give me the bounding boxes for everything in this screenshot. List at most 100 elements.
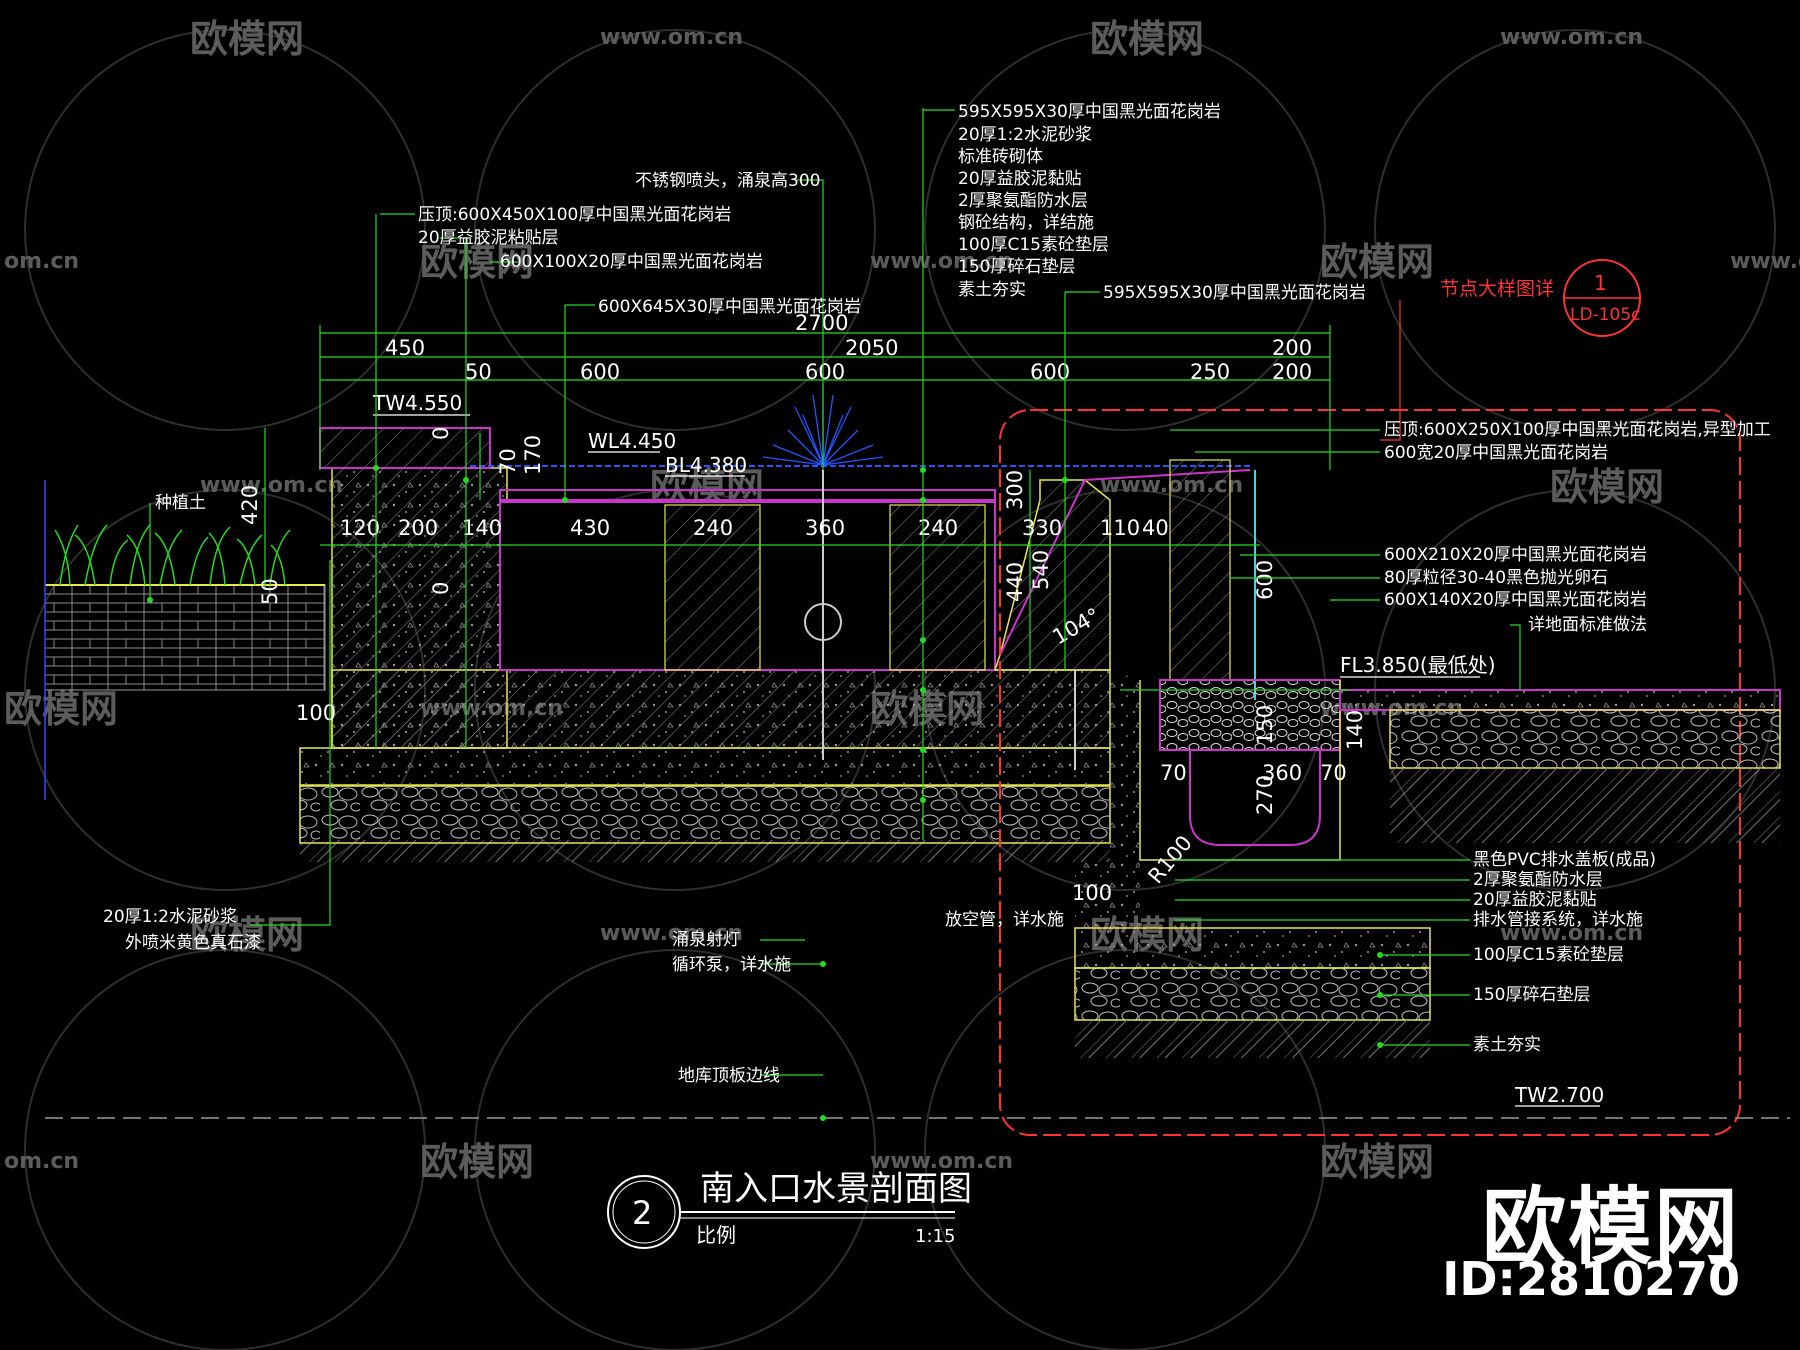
drain-detail <box>999 409 1781 1136</box>
watermark-brand: 欧模网 <box>1550 465 1664 509</box>
dim-row2: 250 <box>1190 360 1230 384</box>
callout-text: 100厚C15素砼垫层 <box>958 235 1109 255</box>
watermark-brand: 欧模网 <box>1090 17 1204 61</box>
dim-section: 140 <box>462 516 502 540</box>
callout-text: 20厚益胶泥粘贴层 <box>418 228 559 248</box>
dim-vertical: 0 <box>429 427 453 440</box>
callout-text: 标准砖砌体 <box>958 147 1043 167</box>
brand-id: ID:2810270 <box>1442 1252 1740 1306</box>
dim-row2: 200 <box>1272 360 1312 384</box>
leader-lines <box>149 108 1521 1076</box>
scale-value: 1:15 <box>915 1226 955 1247</box>
dimension-lines <box>264 325 1350 691</box>
callout-text: 不锈钢喷头，涌泉高300 <box>635 171 820 191</box>
callout-text: 排水管接系统，详水施 <box>1473 910 1643 930</box>
dim-vertical: 70 <box>496 448 520 475</box>
callout-text: 详地面标准做法 <box>1528 615 1647 635</box>
watermark-url-short: om.cn <box>4 1149 79 1174</box>
coping-stone <box>319 427 491 469</box>
detail-ref-label: 节点大样图详 <box>1440 278 1554 300</box>
callout-text: 595X595X30厚中国黑光面花岗岩 <box>958 102 1221 122</box>
callout-text: 钢砼结构，详结施 <box>958 213 1094 233</box>
detail-ref-sheet: LD-105c <box>1570 305 1641 325</box>
callout-text: 2厚聚氨酯防水层 <box>958 191 1088 211</box>
drawing-number: 2 <box>632 1194 652 1232</box>
dimension-labels: 270 0 450 2050 200 50 600 600 600 250 200… <box>238 311 1367 905</box>
dim-section: 110 <box>1100 516 1140 540</box>
level-bl: BL4.380 <box>665 453 747 477</box>
dim-vertical: 270 <box>1253 775 1277 815</box>
dim-vertical: 600 <box>1253 560 1277 600</box>
pump-icon <box>804 603 842 641</box>
dim-top: 200 <box>1272 336 1312 360</box>
callout-text: 黑色PVC排水盖板(成品) <box>1473 850 1656 870</box>
dim-section: 330 <box>1022 516 1062 540</box>
planter-wall-brick <box>44 584 326 691</box>
grass-icon <box>54 524 291 586</box>
dim-vertical: 300 <box>1003 470 1027 510</box>
watermark-brand: 欧模网 <box>190 913 304 957</box>
watermark-url: www.om.cn <box>600 921 743 946</box>
level-tw-bottom: TW2.700 <box>1514 1083 1604 1107</box>
callout-text: 素土夯实 <box>958 280 1026 300</box>
drawing-title: 南入口水景剖面图 <box>700 1169 972 1209</box>
planting-bed <box>44 480 326 800</box>
watermark-url: www.om.cn <box>200 473 343 498</box>
dim-vertical: 170 <box>521 435 545 475</box>
dim-section: 120 <box>340 516 380 540</box>
dim-section: 360 <box>805 516 845 540</box>
dim-vertical: 0 <box>429 582 453 595</box>
fountain-spray-icon <box>762 385 884 466</box>
dim-row2: 50 <box>465 360 492 384</box>
dim-row2: 600 <box>1030 360 1070 384</box>
callout-text: 外喷米黄色真石漆 <box>125 933 261 953</box>
dim-top: 2050 <box>845 336 898 360</box>
level-wl: WL4.450 <box>588 429 676 453</box>
concrete-base <box>299 747 1111 787</box>
dim-section: 40 <box>1142 516 1169 540</box>
callout-text: 地库顶板边线 <box>678 1066 780 1086</box>
level-tw-top: TW4.550 <box>372 391 462 415</box>
callout-text: 20厚1:2水泥砂浆 <box>103 907 237 927</box>
callout-text: 放空管，详水施 <box>945 910 1064 930</box>
dim-row2: 600 <box>805 360 845 384</box>
callout-text: 压顶:600X450X100厚中国黑光面花岗岩 <box>418 205 731 225</box>
detail-reference: 节点大样图详 1 LD-105c <box>1380 259 1641 441</box>
brand-name: 欧模网 <box>1481 1178 1740 1276</box>
detail-ref-number: 1 <box>1594 271 1607 295</box>
dim-bottom: 100 <box>1072 881 1112 905</box>
dim-bottom: 70 <box>1320 761 1347 785</box>
callout-text: 600X645X30厚中国黑光面花岗岩 <box>598 297 861 317</box>
callout-text: 20厚1:2水泥砂浆 <box>958 125 1092 145</box>
level-marks: TW4.550 WL4.450 BL4.380 FL3.850(最低处) TW2… <box>372 391 1604 1107</box>
callout-text: 20厚益胶泥黏贴 <box>958 169 1082 189</box>
planting-label: 种植土 <box>155 493 206 513</box>
watermark-brand: 欧模网 <box>190 17 304 61</box>
callout-text: 595X595X30厚中国黑光面花岗岩 <box>1103 283 1366 303</box>
watermark-url: www.om.cn <box>870 1149 1013 1174</box>
right-lower-callouts: 黑色PVC排水盖板(成品) 2厚聚氨酯防水层 20厚益胶泥黏贴 排水管接系统，详… <box>1473 850 1656 1055</box>
callout-text: 600X100X20厚中国黑光面花岗岩 <box>500 252 763 272</box>
callout-text: 素土夯实 <box>1473 1035 1541 1055</box>
inner-pier <box>664 504 761 671</box>
dim-vertical: 440 <box>1003 562 1027 602</box>
scale-label: 比例 <box>696 1223 736 1247</box>
callout-text: 600宽20厚中国黑光面花岗岩 <box>1384 443 1608 463</box>
dim-section: 240 <box>693 516 733 540</box>
pool-structure <box>299 385 1251 862</box>
center-callouts: 595X595X30厚中国黑光面花岗岩 20厚1:2水泥砂浆 标准砖砌体 20厚… <box>958 102 1366 303</box>
dim-section: 430 <box>570 516 610 540</box>
title-block: 2 南入口水景剖面图 比例 1:15 <box>607 1169 972 1249</box>
watermark-url: www.om.cn <box>1730 249 1800 274</box>
level-fl: FL3.850(最低处) <box>1340 653 1496 677</box>
gravel-base <box>299 784 1111 844</box>
callout-text: 压顶:600X250X100厚中国黑光面花岗岩,异型加工 <box>1384 420 1771 440</box>
watermark-brand: 欧模网 <box>420 1140 534 1184</box>
dim-top: 450 <box>385 336 425 360</box>
dim-section: 240 <box>918 516 958 540</box>
watermark-url: www.om.cn <box>1500 25 1643 50</box>
dim-vertical: 50 <box>258 578 282 605</box>
right-callouts: 压顶:600X250X100厚中国黑光面花岗岩,异型加工 600宽20厚中国黑光… <box>1384 420 1771 635</box>
left-callouts: 压顶:600X450X100厚中国黑光面花岗岩 20厚益胶泥粘贴层 600X10… <box>418 171 861 317</box>
callout-text: 2厚聚氨酯防水层 <box>1473 870 1603 890</box>
